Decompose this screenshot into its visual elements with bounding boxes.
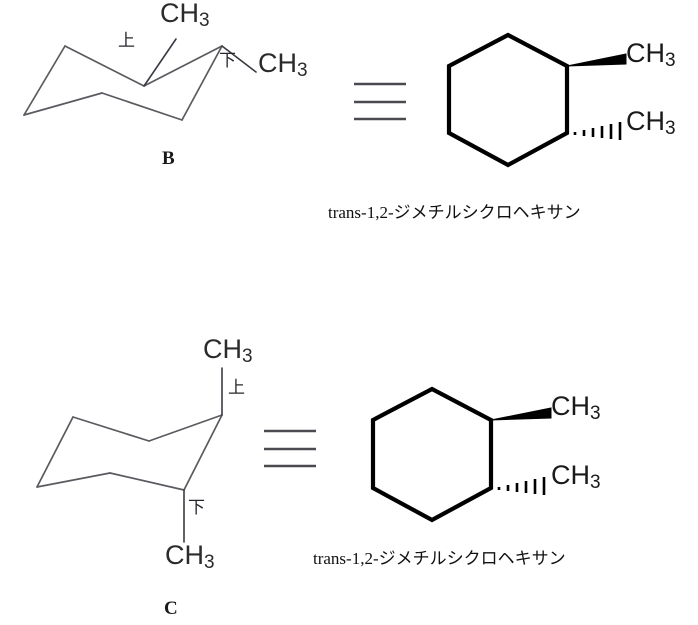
chair-bond-b-2	[143, 45, 223, 87]
hexagon-methyl-label-b-lower: CH3	[626, 106, 676, 139]
chair-bond-c-5	[36, 472, 111, 488]
hexagon-ring-b	[446, 32, 570, 168]
methyl-subscript: 3	[204, 552, 215, 573]
methyl-label-c-upper: CH3	[203, 334, 253, 367]
bold-wedge-c	[490, 407, 552, 421]
chair-bond-b-4	[101, 92, 183, 121]
methyl-label-b-upper: CH3	[160, 0, 210, 31]
methyl-subscript: 3	[297, 60, 308, 81]
hexagon-diagram-b	[446, 32, 627, 168]
chair-bond-c-6	[36, 416, 74, 488]
methyl-subscript: 3	[242, 346, 253, 367]
orientation-mark-down-c: 下	[188, 498, 205, 517]
chair-bond-c-4	[109, 472, 185, 491]
chair-bond-b-6	[23, 45, 66, 116]
chair-bond-b-3	[181, 45, 223, 121]
panel-structure-c: CH3 上 下 CH3 C CH3 CH3 trans-1,2-ジメチルシクロヘ…	[0, 325, 698, 625]
methyl-text: CH	[551, 391, 590, 421]
hexagon-diagram-c	[370, 386, 552, 523]
methyl-text: CH	[160, 0, 199, 28]
methyl-text: CH	[626, 38, 665, 68]
hexagon-ring-c	[370, 386, 494, 523]
hashed-wedge-b	[573, 122, 622, 140]
chair-bond-c-1	[72, 416, 150, 442]
chair-diagram-c	[36, 367, 223, 543]
structure-label-b: B	[162, 148, 176, 169]
methyl-subscript: 3	[199, 10, 210, 31]
methyl-text: CH	[258, 48, 297, 78]
orientation-mark-down-b: 下	[219, 51, 236, 70]
methyl-text: CH	[626, 106, 665, 136]
hashed-wedge-c	[497, 477, 546, 495]
orientation-mark-up-b: 上	[118, 31, 135, 50]
caption-c: trans-1,2-ジメチルシクロヘキサン	[313, 549, 566, 568]
chair-bond-c-2	[148, 414, 223, 442]
methyl-text: CH	[165, 540, 204, 570]
methyl-subscript: 3	[665, 118, 676, 139]
methyl-label-c-lower: CH3	[165, 540, 215, 573]
caption-b: trans-1,2-ジメチルシクロヘキサン	[328, 203, 581, 222]
chair-bond-c-3	[183, 414, 223, 491]
chair-bond-b-1	[64, 45, 145, 87]
methyl-text: CH	[551, 460, 590, 490]
hexagon-methyl-label-c-lower: CH3	[551, 460, 601, 493]
chair-substituent-bonds-b	[143, 38, 257, 87]
methyl-subscript: 3	[590, 403, 601, 424]
chair-ring-bonds-b	[23, 45, 223, 121]
methyl-subscript: 3	[590, 472, 601, 493]
methyl-label-b-lower: CH3	[258, 48, 308, 81]
chair-substituent-bonds-c	[183, 367, 223, 543]
panel-structure-b: 上 CH3 下 CH3 B CH3 CH3 trans-1,2-ジメチルシク	[0, 0, 698, 300]
equivalence-symbol-b	[354, 82, 406, 121]
methyl-subscript: 3	[665, 50, 676, 71]
hexagon-methyl-label-c-upper: CH3	[551, 391, 601, 424]
chair-ring-bonds-c	[36, 414, 223, 491]
bond-b-c1-to-methyl-up	[143, 38, 177, 87]
hexagon-methyl-label-b-upper: CH3	[626, 38, 676, 71]
chair-bond-b-5	[23, 92, 103, 116]
methyl-text: CH	[203, 334, 242, 364]
structure-label-c: C	[164, 598, 179, 619]
bold-wedge-b	[566, 53, 627, 67]
chair-diagram-b	[23, 38, 257, 121]
bond-b-c2-to-methyl-down	[221, 45, 257, 73]
orientation-mark-up-c: 上	[228, 378, 245, 397]
equivalence-symbol-c	[264, 429, 316, 468]
